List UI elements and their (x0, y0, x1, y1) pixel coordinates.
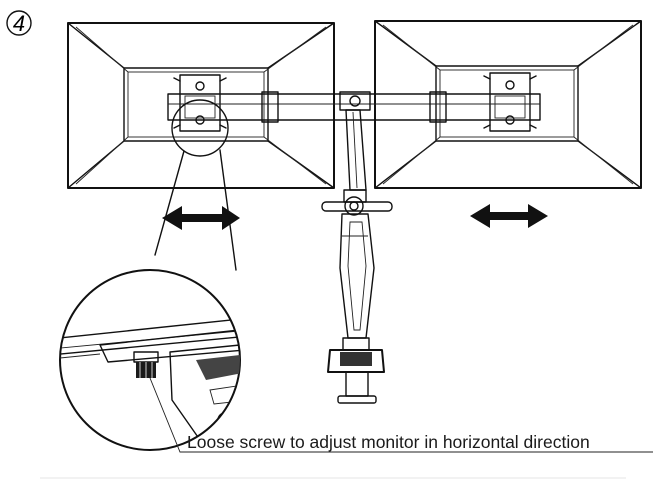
callout-line-left (154, 150, 185, 256)
left-monitor (67, 22, 335, 189)
right-vesa-plate (483, 72, 537, 132)
step-circle (6, 10, 32, 36)
caption-leader-line (149, 377, 653, 453)
crossbar-clamp-left (261, 91, 279, 123)
step-number: 4 (13, 11, 25, 36)
left-monitor-frame (67, 22, 335, 189)
adjust-screw (133, 351, 159, 378)
left-monitor-inner-panel (123, 67, 269, 142)
right-vesa-plate-body (489, 72, 531, 132)
mount-arm (321, 109, 393, 404)
left-bevel-br-2 (263, 136, 327, 185)
right-monitor-inner-panel (435, 65, 579, 142)
left-bevel-tr-2 (263, 26, 327, 73)
lower-arm (339, 213, 375, 339)
double-headed-arrow-icon (162, 206, 240, 230)
right-monitor-frame (374, 20, 642, 189)
left-vesa-plate-body (179, 74, 221, 132)
left-bevel-bl-2 (75, 136, 129, 185)
detail-contents (60, 317, 240, 441)
right-monitor-inner-inset (439, 69, 575, 138)
tension-knob (321, 189, 393, 216)
double-headed-arrow-icon (470, 204, 548, 228)
detail-highlight-circle (171, 99, 229, 157)
step-badge: 4 (6, 10, 32, 36)
upper-arm (345, 109, 367, 191)
crossbar-body (167, 93, 541, 121)
magnified-screw-detail (59, 269, 241, 451)
right-monitor (374, 20, 642, 189)
desk-clamp (327, 337, 385, 404)
crossbar (167, 91, 541, 123)
left-vesa-plate (173, 74, 227, 132)
crossbar-clamp-right (429, 91, 447, 123)
callout-line-right (219, 149, 237, 271)
left-monitor-inner-inset (127, 71, 265, 138)
left-bevel-tl-2 (75, 26, 129, 73)
caption-text: Loose screw to adjust monitor in horizon… (187, 432, 590, 452)
